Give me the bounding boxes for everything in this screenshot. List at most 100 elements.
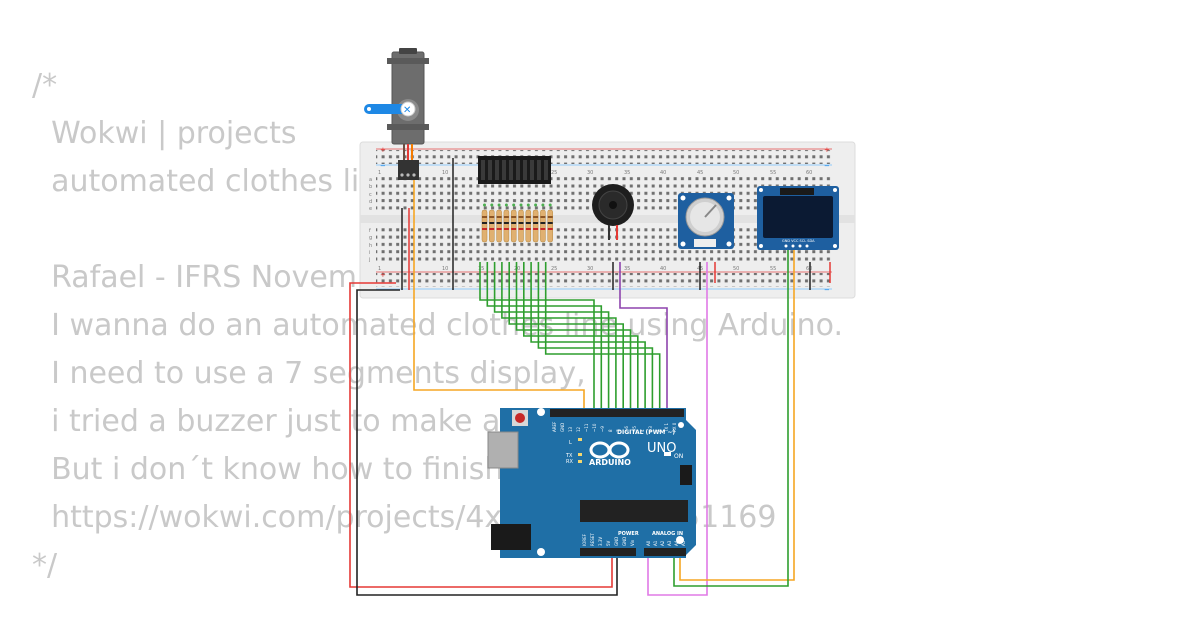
pin-label: 13 [568, 426, 573, 432]
oled-pin-labels: GND VCC SCL SDA [782, 239, 815, 243]
pin-label: GND [614, 537, 619, 546]
pin-label: A0 [646, 540, 651, 546]
column-number: 30 [587, 266, 593, 272]
pin-label: GND [560, 423, 565, 432]
column-number: 25 [551, 170, 557, 176]
resistor[interactable] [525, 209, 532, 243]
segment-wire[interactable] [486, 262, 603, 410]
segment-wire[interactable] [501, 262, 617, 410]
top-power-rail[interactable] [376, 150, 832, 164]
comment-line: I wanna do an automated clothes line usi… [32, 308, 844, 343]
column-number: 40 [660, 170, 666, 176]
segment-bar [488, 160, 492, 180]
row-letter: j [368, 257, 370, 263]
segment-bar [544, 160, 548, 180]
potentiometer[interactable] [678, 193, 734, 249]
column-number: 30 [587, 170, 593, 176]
power-header[interactable] [580, 548, 636, 556]
segment-wire[interactable] [522, 262, 639, 410]
column-number: 55 [770, 266, 776, 272]
comment-line: I need to use a 7 segments display, [32, 356, 586, 391]
row-letter: a [369, 177, 372, 183]
on-label: ON [674, 453, 683, 460]
buzzer-signal-wire[interactable] [619, 262, 668, 410]
oled-wire[interactable] [679, 250, 795, 581]
column-number: 45 [697, 170, 703, 176]
pin-label: ~11 [584, 423, 589, 432]
resistor[interactable] [503, 209, 510, 243]
row-letter: e [369, 206, 372, 212]
comment-line: */ [32, 548, 58, 583]
pin-label: 5V [606, 540, 611, 546]
rail-sign: − [824, 162, 830, 170]
buzzer[interactable] [592, 184, 634, 240]
servo-signal-wire[interactable] [413, 180, 585, 410]
oled-display[interactable]: GND VCC SCL SDA [757, 186, 839, 250]
knob-indicator [704, 204, 717, 218]
comment-line: Wokwi | projects [32, 116, 297, 151]
segment-bar [495, 160, 499, 180]
segment-wire[interactable] [515, 262, 632, 410]
column-number: 10 [442, 266, 448, 272]
segment-bar [530, 160, 534, 180]
pin-label: GND [622, 537, 627, 546]
pin-label: IOREF [582, 533, 587, 546]
wires [349, 180, 795, 596]
oled-wire[interactable] [673, 250, 789, 587]
row-letter: h [369, 243, 372, 249]
analog-header[interactable] [644, 548, 686, 556]
board-model: UNO [647, 441, 676, 456]
breadboard-jumpers [401, 158, 831, 290]
pin-label: ~9 [600, 426, 605, 432]
comment-line: But i don´t know how to finish it. [32, 452, 543, 487]
segment-wire[interactable] [544, 262, 661, 410]
digital-label: DIGITAL (PWM ~) [617, 429, 675, 436]
resistor-array[interactable] [481, 203, 553, 243]
l-label: L [569, 440, 572, 446]
pin-label: A2 [660, 540, 665, 546]
terminal-strip-bottom[interactable] [376, 226, 832, 263]
resistor[interactable] [547, 209, 553, 243]
board-brand: ARDUINO [589, 458, 631, 467]
resistor[interactable] [510, 209, 517, 243]
resistor[interactable] [540, 209, 546, 243]
pin-label: RESET [590, 533, 595, 546]
seven-segment-display[interactable] [478, 156, 551, 184]
arduino-infinity-icon [589, 441, 630, 459]
pin-label: 2 [656, 429, 661, 432]
servo-horn [364, 104, 410, 114]
pin-label: TX 1 [664, 423, 669, 433]
power-wire[interactable] [349, 282, 613, 588]
ground-wire[interactable] [356, 289, 618, 596]
segment-wire[interactable] [530, 262, 646, 410]
resistor[interactable] [532, 209, 539, 243]
bottom-power-rail[interactable] [376, 273, 832, 287]
column-number: 60 [806, 266, 812, 272]
column-number: 50 [733, 266, 739, 272]
column-number: 25 [551, 266, 557, 272]
segment-wire[interactable] [508, 262, 625, 410]
rail-sign: − [380, 162, 386, 170]
segment-wire[interactable] [493, 262, 610, 410]
arduino-uno[interactable]: DIGITAL (PWM ~) UNO ARDUINO ON TX RX L P… [487, 408, 696, 558]
servo-motor[interactable]: ✕ [364, 48, 429, 180]
digital-header[interactable] [550, 409, 684, 417]
column-number: 1 [378, 266, 381, 272]
pin-label: 12 [576, 426, 581, 432]
segment-wire[interactable] [479, 262, 595, 410]
row-letter: b [369, 184, 372, 190]
resistor[interactable] [481, 209, 488, 243]
pot-signal-wire[interactable] [647, 262, 708, 596]
resistor[interactable] [518, 209, 524, 243]
resistor[interactable] [489, 209, 495, 243]
column-number: 40 [660, 266, 666, 272]
pin-label: RX 0 [672, 422, 677, 432]
pin-label: 8 [608, 429, 613, 432]
rail-sign: + [380, 271, 386, 279]
resistor[interactable] [496, 209, 502, 243]
segment-bar [516, 160, 520, 180]
power-jack [491, 524, 531, 550]
row-letter: g [369, 235, 372, 241]
column-number: 15 [478, 266, 484, 272]
segment-wire[interactable] [537, 262, 654, 410]
